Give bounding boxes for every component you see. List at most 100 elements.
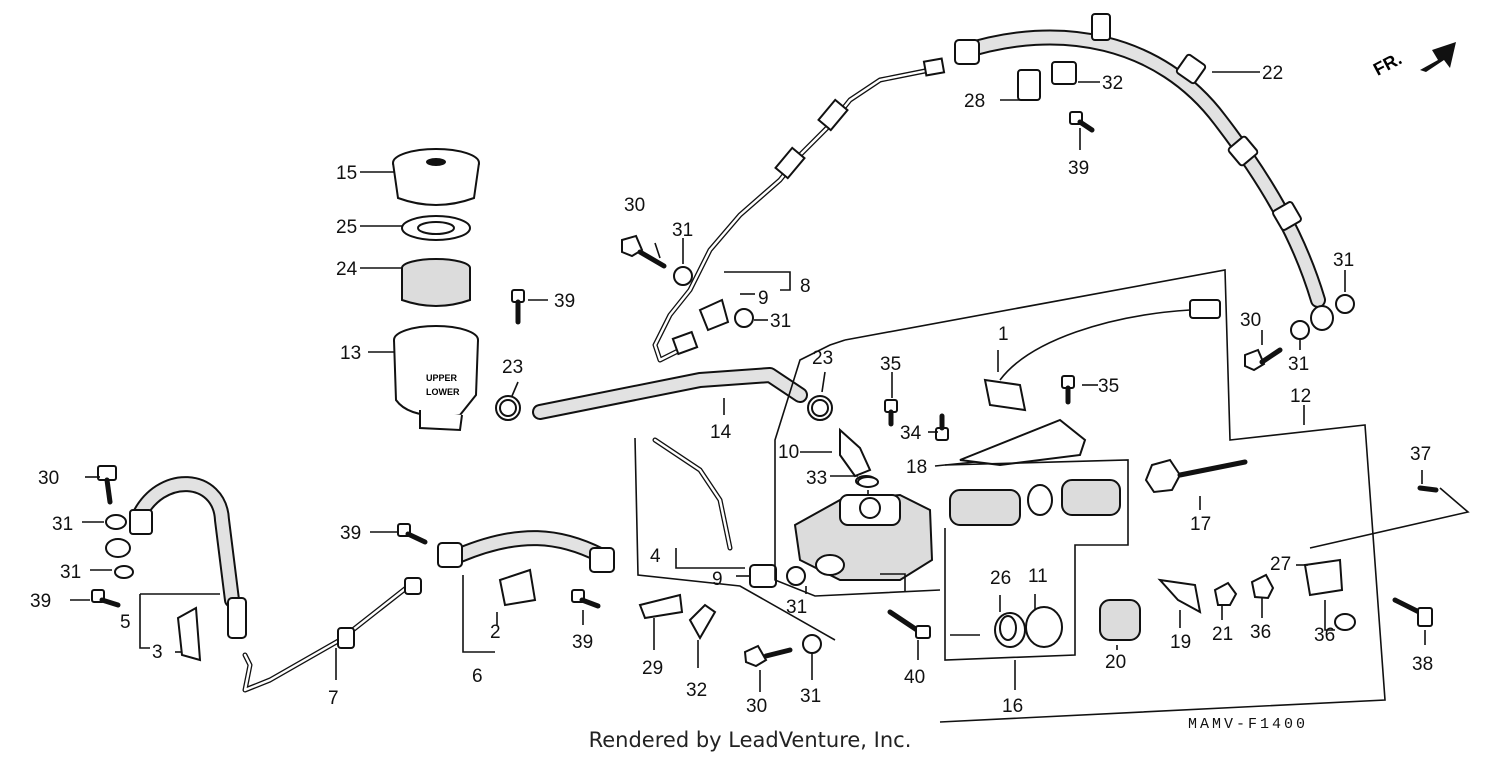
callout-2: 2 xyxy=(490,622,501,643)
callout-14: 14 xyxy=(710,422,732,443)
pushrod xyxy=(1144,458,1248,494)
callout-16: 16 xyxy=(1002,696,1023,717)
callout-31-f: 31 xyxy=(60,562,81,583)
callout-5: 5 xyxy=(120,612,131,633)
callout-32-top: 32 xyxy=(1102,73,1123,94)
bolt-34 xyxy=(935,413,949,441)
reservoir-upper-mark: UPPER xyxy=(426,373,458,383)
leader-lines xyxy=(70,71,1470,723)
bolt-30-bottom xyxy=(743,644,793,668)
callout-19: 19 xyxy=(1170,632,1191,653)
diagram-code: MAMV-F1400 xyxy=(1188,716,1309,733)
callout-38: 38 xyxy=(1412,654,1433,675)
callout-31-d: 31 xyxy=(1333,250,1354,271)
switch-bracket xyxy=(959,299,1221,467)
reservoir-diaphragm xyxy=(401,258,471,307)
pushrod-joint xyxy=(1157,578,1202,614)
nut-36b xyxy=(1334,613,1356,631)
hose-clip xyxy=(498,568,537,607)
callout-31-c: 31 xyxy=(1288,354,1309,375)
callout-numbers: 1 2 3 4 5 6 7 8 9 9 10 11 12 13 14 15 16… xyxy=(30,63,1433,717)
callout-35-left: 35 xyxy=(880,354,901,375)
clamp-23-a xyxy=(499,399,517,417)
bolt-39-b xyxy=(1069,111,1095,133)
reservoir-diaphragm-plate xyxy=(401,215,471,241)
pipe-clip-32 xyxy=(688,603,717,641)
callout-36-right: 36 xyxy=(1314,625,1335,646)
callout-25: 25 xyxy=(336,217,357,238)
lower-brake-pipe xyxy=(242,577,422,693)
callout-36-left: 36 xyxy=(1250,622,1271,643)
callout-39-mid: 39 xyxy=(340,523,361,544)
reservoir-lower-mark: LOWER xyxy=(426,387,460,397)
bolt-35-a xyxy=(884,399,898,427)
cotter-pin-37 xyxy=(1417,485,1439,493)
callout-30-right: 30 xyxy=(1240,310,1261,331)
reservoir-hose xyxy=(495,367,833,421)
callout-33: 33 xyxy=(806,468,827,489)
front-arrow-icon xyxy=(1420,42,1456,72)
callout-8: 8 xyxy=(800,276,811,297)
callout-13: 13 xyxy=(340,343,361,364)
callout-39-left: 39 xyxy=(30,591,51,612)
callout-32-bottom: 32 xyxy=(686,680,707,701)
callout-39-top: 39 xyxy=(1068,158,1089,179)
hose-stay xyxy=(176,606,202,662)
bolt-30-left xyxy=(97,465,117,505)
master-cylinder xyxy=(793,493,934,581)
brake-fluid-reservoir: UPPER LOWER xyxy=(393,325,479,432)
lock-nut xyxy=(1213,581,1238,606)
washer-31-d xyxy=(1335,294,1355,314)
washer-31-i xyxy=(802,634,822,654)
spring xyxy=(1099,599,1141,641)
washer-31-e xyxy=(105,514,127,530)
callout-20: 20 xyxy=(1105,652,1126,673)
callout-15: 15 xyxy=(336,163,357,184)
clevis-pin xyxy=(1392,597,1433,627)
callout-28: 28 xyxy=(964,91,985,112)
callout-30-left: 30 xyxy=(38,468,59,489)
callout-30-top: 30 xyxy=(624,195,645,216)
callout-10: 10 xyxy=(778,442,799,463)
bolt-39-a xyxy=(511,289,525,325)
banjo-bolt-9a xyxy=(698,298,730,332)
middle-brake-hose xyxy=(437,530,615,573)
callout-23-left: 23 xyxy=(502,357,523,378)
callout-21: 21 xyxy=(1212,624,1233,645)
callout-9-upper: 9 xyxy=(758,288,769,309)
callout-30-bottom: 30 xyxy=(746,696,767,717)
washer-31-h xyxy=(786,566,806,586)
bolt-30-right xyxy=(1244,347,1283,372)
washer-31-b xyxy=(734,308,754,328)
callout-37: 37 xyxy=(1410,444,1431,465)
o-ring-33 xyxy=(857,476,879,488)
callout-39-reservoir: 39 xyxy=(554,291,575,312)
callout-27: 27 xyxy=(1270,554,1291,575)
callout-9-lower: 9 xyxy=(712,569,723,590)
clip-32 xyxy=(1051,61,1077,85)
upper-brake-pipe xyxy=(652,57,946,363)
bolt-39-d xyxy=(91,589,121,608)
callout-12: 12 xyxy=(1290,386,1311,407)
callout-31-e: 31 xyxy=(52,514,73,535)
bolt-30-top xyxy=(621,234,667,269)
callout-18: 18 xyxy=(906,457,927,478)
nut-36a xyxy=(1250,573,1275,600)
callout-35-right: 35 xyxy=(1098,376,1119,397)
bolt-40 xyxy=(887,609,931,639)
callout-11: 11 xyxy=(1028,566,1048,587)
callout-29: 29 xyxy=(642,658,663,679)
clevis-joint xyxy=(1303,558,1344,597)
left-brake-hose xyxy=(129,476,247,639)
callout-4: 4 xyxy=(650,546,661,567)
bolt-39-e xyxy=(571,589,601,609)
callout-7: 7 xyxy=(328,688,339,709)
washer-31-g xyxy=(114,565,134,579)
bolt-35-b xyxy=(1061,375,1075,405)
middle-brake-pipe xyxy=(652,437,733,551)
washer-31-c xyxy=(1290,320,1310,340)
callout-34: 34 xyxy=(900,423,922,444)
clip-28 xyxy=(1017,69,1041,101)
callout-24: 24 xyxy=(336,259,358,280)
